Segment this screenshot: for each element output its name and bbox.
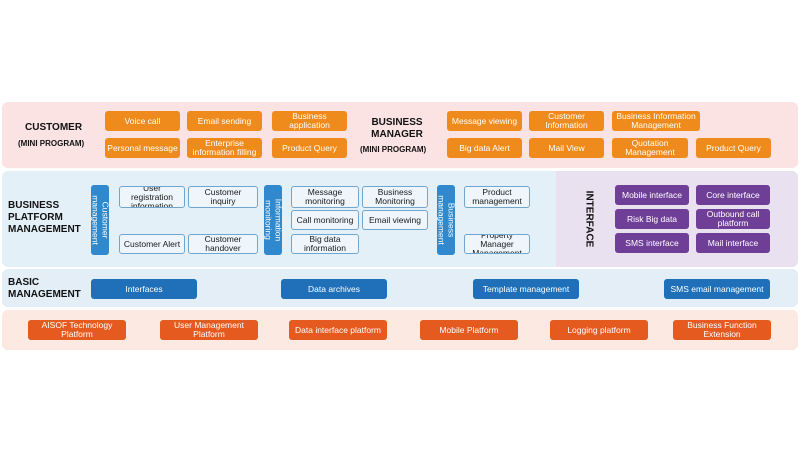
information-monitoring-label: Information monitoring [264,198,282,242]
data-interface-platform-box: Data interface platform [289,320,387,340]
customer-management-label: Customer management [91,195,109,245]
property-manager-management-box: Property Manager Management [464,234,530,254]
business-management-label: Business management [437,195,455,245]
customer-information-box: Customer Information [529,111,604,131]
customer-management-bar: Customer management [91,185,109,255]
user-management-platform-box: User Management Platform [160,320,258,340]
personal-message-box: Personal message [105,138,180,158]
core-interface-box: Core interface [696,185,770,205]
business-application-box: Business application [272,111,347,131]
risk-big-data-box: Risk Big data [615,209,689,229]
outbound-call-platform-box: Outbound call platform [696,209,770,229]
mobile-interface-box: Mobile interface [615,185,689,205]
basic-label: BASIC MANAGEMENT [8,277,81,300]
product-query-box: Product Query [272,138,347,158]
big-data-information-box: Big data information [291,234,359,254]
big-data-alert-box: Big data Alert [447,138,522,158]
data-archives-box: Data archives [281,279,387,299]
customer-inquiry-box: Customer inquiry [188,186,258,208]
business-manager-sublabel: (MINI PROGRAM) [360,145,427,154]
aisof-technology-platform-box: AISOF Technology Platform [28,320,126,340]
business-function-extension-box: Business Function Extension [673,320,771,340]
voice-call-box: Voice call [105,111,180,131]
email-sending-box: Email sending [187,111,262,131]
call-monitoring-box: Call monitoring [291,210,359,230]
mobile-platform-box: Mobile Platform [420,320,518,340]
customer-label: CUSTOMER [25,122,83,133]
sms-interface-box: SMS interface [615,233,689,253]
business-information-management-box: Business Information Management [612,111,700,131]
template-management-box: Template management [473,279,579,299]
interface-label: INTERFACE [583,190,595,248]
foundation-band [2,310,798,350]
information-monitoring-bar: Information monitoring [264,185,282,255]
customer-sublabel: (MINI PROGRAM) [18,139,85,148]
customer-handover-box: Customer handover [188,234,258,254]
mail-view-box: Mail View [529,138,604,158]
enterprise-information-filling-box: Enterprise information filling [187,138,262,158]
business-monitoring-box: Business Monitoring [362,186,428,208]
email-viewing-box: Email viewing [362,210,428,230]
bm-product-query-box: Product Query [696,138,771,158]
customer-alert-box: Customer Alert [119,234,185,254]
mail-interface-box: Mail interface [696,233,770,253]
product-management-box: Product management [464,186,530,208]
user-registration-information-box: User registration information [119,186,185,208]
sms-email-management-box: SMS email management [664,279,770,299]
message-monitoring-box: Message monitoring [291,186,359,208]
business-manager-label: BUSINESS MANAGER [371,117,423,140]
business-management-bar: Business management [437,185,455,255]
quotation-management-box: Quotation Management [612,138,688,158]
message-viewing-box: Message viewing [447,111,522,131]
interfaces-box: Interfaces [91,279,197,299]
logging-platform-box: Logging platform [550,320,648,340]
platform-label: BUSINESS PLATFORM MANAGEMENT [8,200,81,235]
